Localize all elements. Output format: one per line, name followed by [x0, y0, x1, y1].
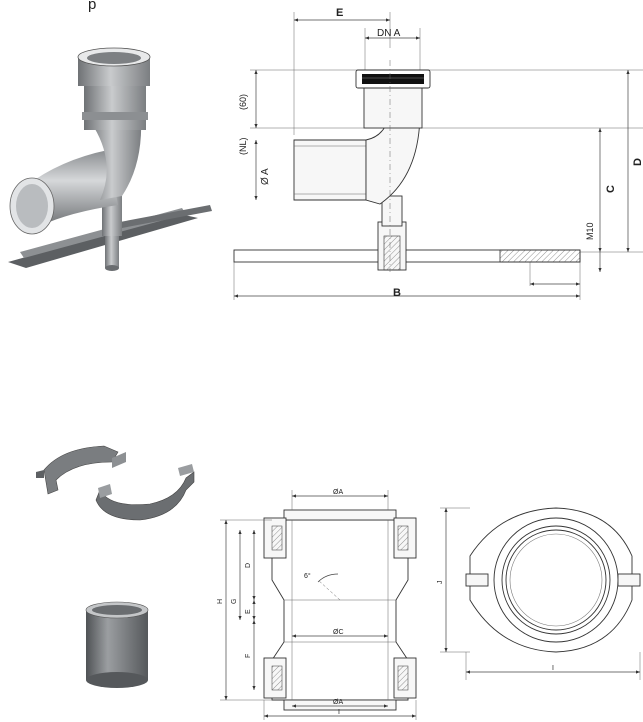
dim-label-i-right: I	[552, 665, 554, 672]
partial-title-glyph: p	[88, 0, 96, 13]
dim-label-D-bottom: D	[245, 563, 252, 568]
dim-label-F: F	[245, 654, 252, 658]
elbow-3d-render: p	[8, 0, 212, 271]
elbow-section-drawing: E DN A (60) (NL) Ø A C D M10 B	[233, 7, 643, 300]
dim-label-E-bottom: E	[245, 609, 252, 614]
dim-label-60: (60)	[238, 94, 248, 110]
dim-label-i-bottom: I	[338, 709, 340, 716]
dim-label-B: B	[393, 287, 401, 299]
dim-label-D: D	[632, 158, 643, 166]
dim-label-M10: M10	[585, 222, 595, 240]
dim-label-c: ØC	[333, 629, 344, 636]
coupling-halves-3d-render	[36, 445, 195, 521]
dim-label-a-top: ØA	[333, 489, 343, 496]
dim-label-nl: (NL)	[238, 137, 248, 155]
dim-label-H: H	[217, 599, 224, 604]
dim-label-C: C	[605, 185, 617, 193]
sleeve-3d-render	[85, 601, 149, 688]
dim-label-G: G	[231, 599, 238, 604]
coupling-end-view-drawing: J I	[437, 507, 641, 680]
dim-label-J: J	[437, 581, 444, 585]
dim-label-E: E	[336, 7, 343, 19]
dim-label-dn-a: DN A	[377, 28, 401, 39]
dim-label-phi-a: Ø A	[260, 168, 271, 185]
coupling-section-drawing: 6° ØA ØC ØA I H G D E F	[217, 489, 417, 720]
dim-label-a-bottom: ØA	[333, 699, 343, 706]
dim-label-angle: 6°	[304, 572, 311, 580]
